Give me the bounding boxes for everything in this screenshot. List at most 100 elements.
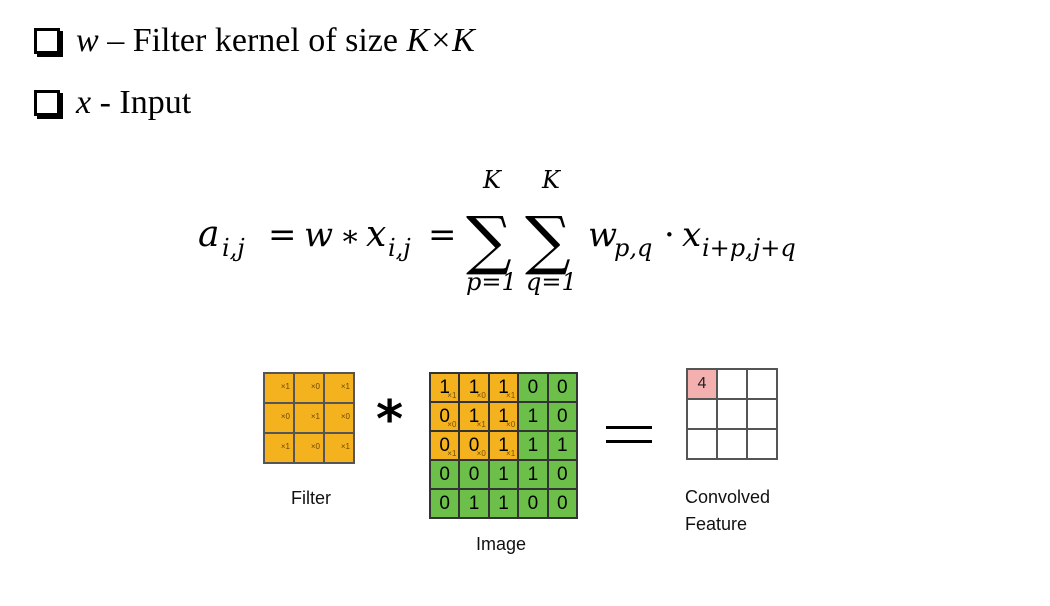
image-weight: ×1 — [447, 449, 457, 458]
image-cell: 1×1 — [430, 373, 460, 402]
image-weight: ×1 — [447, 391, 457, 400]
checkbox-icon — [34, 28, 60, 54]
image-cell: 1 — [518, 460, 548, 489]
image-weight: ×1 — [476, 420, 486, 429]
image-value: 1 — [498, 405, 509, 427]
filter-weight: ×1 — [280, 442, 290, 451]
convolved-cell — [747, 369, 777, 399]
bullet-filter-kernel: w – Filter kernel of size K×K — [34, 24, 475, 58]
term-x-sub: i+p,j+q — [702, 234, 796, 262]
convolved-cell — [717, 429, 747, 459]
filter-weight: ×1 — [340, 382, 350, 391]
checkbox-icon — [34, 90, 60, 116]
image-weight: ×0 — [447, 420, 457, 429]
image-value: 0 — [556, 492, 568, 514]
convolved-cell — [717, 399, 747, 429]
image-value: 1 — [498, 463, 509, 485]
image-value: 0 — [439, 405, 450, 427]
sum2-lower: q=1 — [526, 268, 577, 296]
convolved-cell: 4 — [687, 369, 717, 399]
convolved-feature-grid: 4 — [686, 368, 778, 460]
convolution-operator: * — [376, 390, 404, 450]
formula-x: x — [366, 214, 386, 255]
image-cell: 0 — [547, 460, 577, 489]
filter-weight: ×1 — [340, 442, 350, 451]
formula-conv: ∗ — [340, 219, 360, 254]
image-cell: 0 — [518, 489, 548, 518]
term-w: w — [588, 215, 617, 255]
image-value: 0 — [468, 463, 480, 485]
image-weight: ×0 — [476, 449, 486, 458]
image-cell: 1 — [459, 489, 489, 518]
bullet-text-input: - Input — [91, 84, 192, 121]
filter-cell: ×0 — [294, 433, 324, 463]
formula-x-sub: i,j — [388, 234, 411, 262]
convolved-cell — [747, 429, 777, 459]
filter-weight: ×0 — [280, 412, 290, 421]
bullet-size: K×K — [406, 22, 475, 59]
term-x: x — [682, 215, 701, 255]
formula-eq2: = — [428, 215, 457, 255]
term-dot: · — [664, 215, 675, 255]
convolved-cell — [687, 399, 717, 429]
image-caption: Image — [476, 534, 527, 554]
image-cell: 0 — [430, 489, 460, 518]
filter-cell: ×1 — [324, 373, 354, 403]
term-w-sub: p,q — [614, 234, 652, 262]
sum2-sigma: ∑ — [525, 204, 571, 278]
filter-weight: ×1 — [280, 382, 290, 391]
filter-caption: Filter — [291, 488, 331, 508]
image-cell: 0 — [547, 402, 577, 431]
image-value: 1 — [498, 376, 509, 398]
image-value: 0 — [439, 434, 450, 456]
filter-weight: ×0 — [340, 412, 350, 421]
equals-operator — [606, 423, 652, 449]
image-weight: ×1 — [506, 449, 516, 458]
image-value: 0 — [556, 405, 568, 427]
convolved-cell — [717, 369, 747, 399]
sum1-upper: K — [482, 166, 503, 194]
formula-lhs: a — [198, 214, 219, 255]
image-cell: 1 — [518, 402, 548, 431]
image-cell: 1×1 — [488, 431, 519, 460]
filter-cell: ×0 — [264, 403, 294, 433]
bullet-text-filter: – Filter kernel of size — [98, 22, 407, 59]
image-cell: 0 — [518, 373, 548, 402]
image-value: 1 — [439, 376, 450, 398]
filter-weight: ×0 — [310, 382, 320, 391]
image-cell: 1 — [547, 431, 577, 460]
formula-lhs-sub: i,j — [222, 234, 245, 262]
image-value: 0 — [439, 492, 450, 514]
convolved-caption-line1: Convolved — [685, 487, 771, 507]
image-value: 0 — [527, 492, 539, 514]
image-cell: 1 — [518, 431, 548, 460]
image-value: 0 — [527, 376, 539, 398]
filter-cell: ×1 — [324, 433, 354, 463]
image-weight: ×1 — [506, 391, 516, 400]
image-value: 1 — [498, 434, 509, 456]
bullet-symbol-x: x — [76, 84, 92, 121]
convolved-cell — [687, 429, 717, 459]
image-value: 1 — [468, 405, 480, 427]
image-cell: 1 — [488, 460, 519, 489]
image-value: 1 — [468, 492, 480, 514]
sum1-lower: p=1 — [466, 268, 517, 296]
bullet-input: x - Input — [34, 86, 191, 120]
image-value: 0 — [439, 463, 450, 485]
filter-cell: ×0 — [324, 403, 354, 433]
formula-w: w — [304, 215, 333, 255]
image-cell: 1 — [488, 489, 519, 518]
image-value: 1 — [527, 434, 539, 456]
image-cell: 1×1 — [459, 402, 489, 431]
filter-weight: ×0 — [310, 442, 320, 451]
bullet-symbol-w: w — [76, 22, 99, 59]
image-weight: ×0 — [476, 391, 486, 400]
sum1-sigma: ∑ — [466, 204, 512, 278]
image-cell: 0 — [547, 373, 577, 402]
image-cell: 0×1 — [430, 431, 460, 460]
convolution-formula: a i,j = w ∗ x i,j = K ∑ p=1 K ∑ q=1 w p,… — [198, 166, 796, 296]
image-value: 1 — [556, 434, 568, 456]
filter-cell: ×1 — [264, 433, 294, 463]
image-value: 1 — [468, 376, 480, 398]
